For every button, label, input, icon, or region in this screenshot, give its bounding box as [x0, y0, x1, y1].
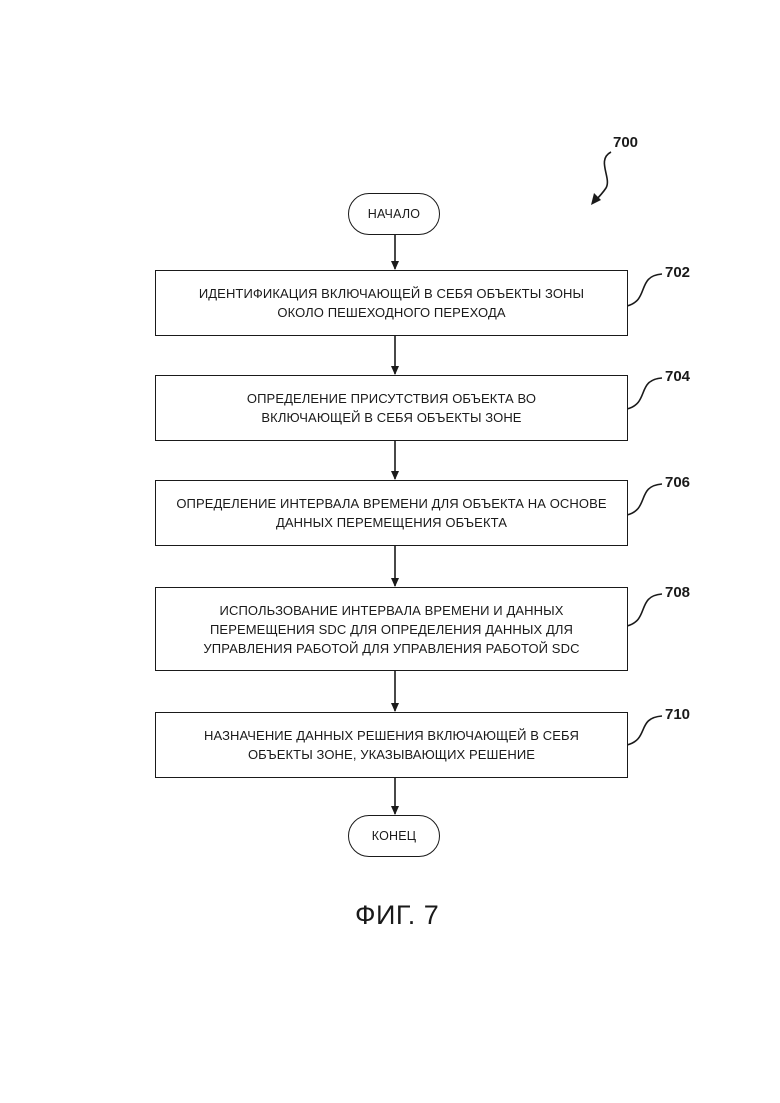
ref-leader-702 — [627, 274, 662, 306]
process-step-710: НАЗНАЧЕНИЕ ДАННЫХ РЕШЕНИЯ ВКЛЮЧАЮЩЕЙ В С… — [155, 712, 628, 778]
step-ref-708: 708 — [665, 584, 690, 601]
step-text-702: ИДЕНТИФИКАЦИЯ ВКЛЮЧАЮЩЕЙ В СЕБЯ ОБЪЕКТЫ … — [192, 284, 592, 322]
step-text-710: НАЗНАЧЕНИЕ ДАННЫХ РЕШЕНИЯ ВКЛЮЧАЮЩЕЙ В С… — [170, 726, 613, 764]
start-terminal: НАЧАЛО — [348, 193, 440, 235]
figure-caption: ФИГ. 7 — [355, 900, 439, 931]
step-ref-710: 710 — [665, 706, 690, 723]
figure-ref-number: 700 — [613, 134, 638, 151]
step-text-706: ОПРЕДЕЛЕНИЕ ИНТЕРВАЛА ВРЕМЕНИ ДЛЯ ОБЪЕКТ… — [170, 494, 613, 532]
process-step-702: ИДЕНТИФИКАЦИЯ ВКЛЮЧАЮЩЕЙ В СЕБЯ ОБЪЕКТЫ … — [155, 270, 628, 336]
step-ref-702: 702 — [665, 264, 690, 281]
process-step-706: ОПРЕДЕЛЕНИЕ ИНТЕРВАЛА ВРЕМЕНИ ДЛЯ ОБЪЕКТ… — [155, 480, 628, 546]
end-terminal: КОНЕЦ — [348, 815, 440, 857]
ref-leader-710 — [627, 716, 662, 745]
step-text-708: ИСПОЛЬЗОВАНИЕ ИНТЕРВАЛА ВРЕМЕНИ И ДАННЫХ… — [172, 601, 612, 658]
ref-leader-706 — [627, 484, 662, 515]
figure-ref-leader — [594, 152, 611, 202]
ref-leader-704 — [627, 378, 662, 409]
figure-ref-arrowhead — [591, 193, 601, 205]
process-step-704: ОПРЕДЕЛЕНИЕ ПРИСУТСТВИЯ ОБЪЕКТА ВО ВКЛЮЧ… — [155, 375, 628, 441]
step-text-704: ОПРЕДЕЛЕНИЕ ПРИСУТСТВИЯ ОБЪЕКТА ВО ВКЛЮЧ… — [207, 389, 577, 427]
process-step-708: ИСПОЛЬЗОВАНИЕ ИНТЕРВАЛА ВРЕМЕНИ И ДАННЫХ… — [155, 587, 628, 671]
start-terminal-label: НАЧАЛО — [368, 207, 420, 221]
ref-leader-708 — [627, 594, 662, 626]
step-ref-704: 704 — [665, 368, 690, 385]
end-terminal-label: КОНЕЦ — [372, 829, 416, 843]
step-ref-706: 706 — [665, 474, 690, 491]
